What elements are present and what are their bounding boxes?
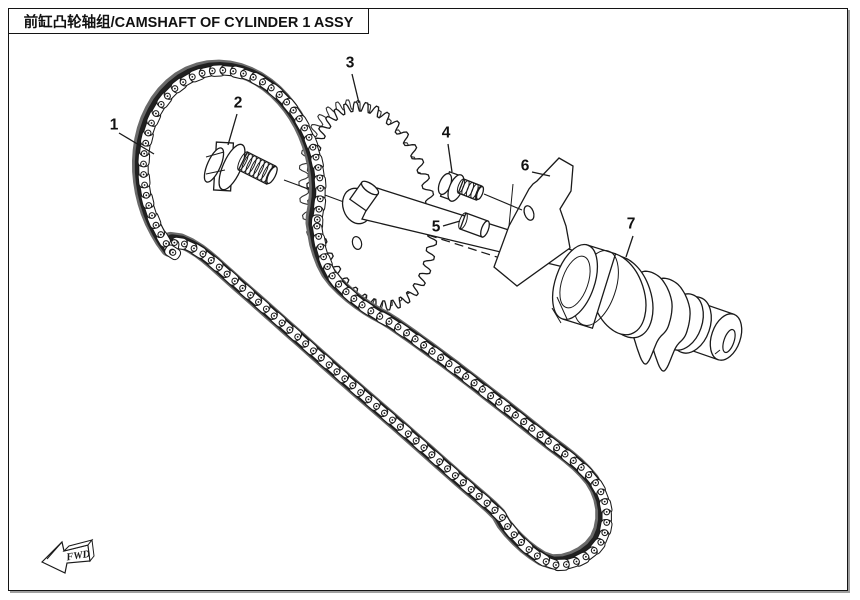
callout-leader-lines bbox=[118, 73, 634, 258]
callout-5: 5 bbox=[431, 218, 441, 236]
callout-2: 2 bbox=[233, 94, 243, 112]
camshaft bbox=[551, 243, 743, 372]
drawing-title: 前缸凸轮轴组/CAMSHAFT OF CYLINDER 1 ASSY bbox=[23, 14, 354, 31]
fwd-label: FWD bbox=[65, 549, 92, 564]
title-box: 前缸凸轮轴组/CAMSHAFT OF CYLINDER 1 ASSY bbox=[8, 8, 369, 34]
callout-1: 1 bbox=[109, 116, 119, 134]
dowel-pin bbox=[458, 212, 490, 238]
trigger-plate bbox=[493, 157, 574, 287]
callout-6: 6 bbox=[520, 157, 530, 175]
fwd-arrow: FWD bbox=[40, 538, 95, 574]
callout-3: 3 bbox=[345, 54, 355, 72]
small-bolt bbox=[437, 170, 485, 202]
callout-4: 4 bbox=[441, 124, 451, 142]
timing-chain bbox=[132, 59, 613, 572]
bolt4-axis-line bbox=[483, 193, 523, 211]
drawing-border bbox=[8, 8, 848, 591]
callout-7: 7 bbox=[626, 215, 636, 233]
flange-bolt bbox=[203, 141, 278, 192]
